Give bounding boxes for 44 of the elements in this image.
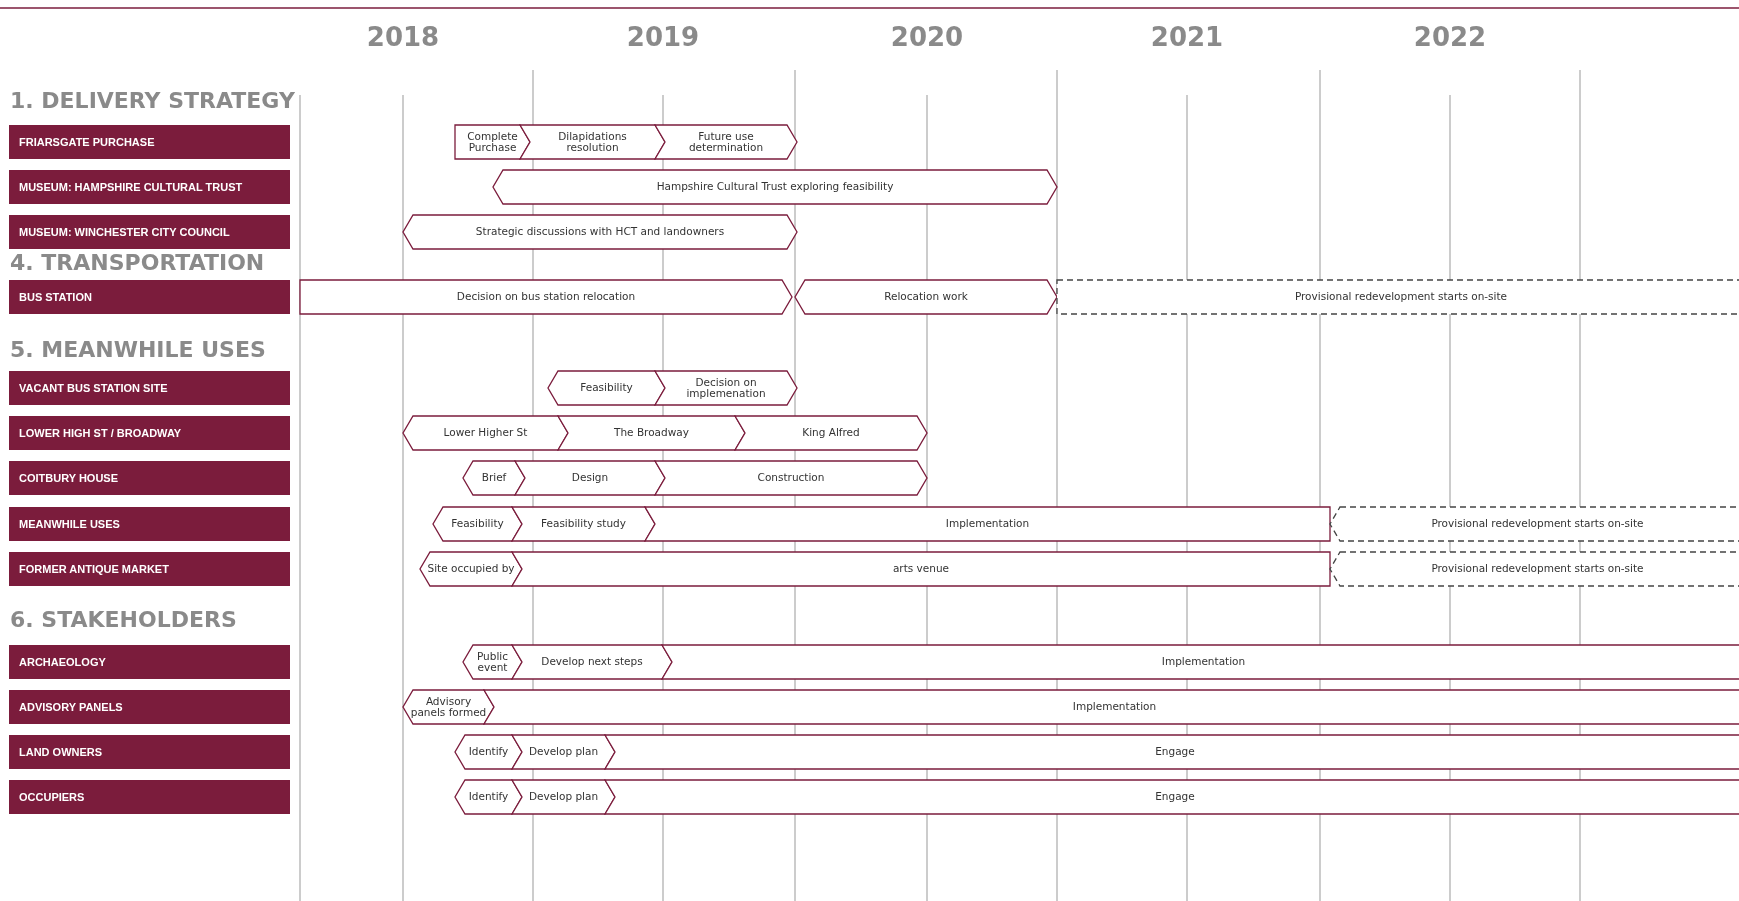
row-label: FRIARSGATE PURCHASE [9, 125, 290, 159]
section-heading: 4. TRANSPORTATION [10, 250, 265, 275]
year-label: 2022 [1413, 22, 1487, 52]
phase-bar: Future use determination [655, 125, 797, 159]
row-label: LAND OWNERS [9, 735, 290, 769]
phase-bar: Decision on bus station relocation [300, 280, 792, 314]
phase-bar: Feasibility [548, 371, 665, 405]
phase-bar: Identify [455, 735, 522, 769]
phase-bar: Provisional redevelopment starts on-site [1330, 507, 1739, 541]
phase-bar: The Broadway [558, 416, 745, 450]
row-label: MUSEUM: WINCHESTER CITY COUNCIL [9, 215, 290, 249]
section-heading: 5. MEANWHILE USES [10, 337, 266, 362]
phase-bar: Relocation work [795, 280, 1057, 314]
phase-bar: Provisional redevelopment starts on-site [1330, 552, 1739, 586]
row-label: ADVISORY PANELS [9, 690, 290, 724]
phase-bar: Brief [463, 461, 525, 495]
phase-bar: Complete Purchase [455, 125, 530, 159]
row-label: OCCUPIERS [9, 780, 290, 814]
row-label: LOWER HIGH ST / BROADWAY [9, 416, 290, 450]
phase-bar: Hampshire Cultural Trust exploring feasibility [493, 170, 1057, 204]
year-label: 2021 [1150, 22, 1224, 52]
year-label: 2020 [890, 22, 964, 52]
row-label: BUS STATION [9, 280, 290, 314]
section-heading: 6. STAKEHOLDERS [10, 607, 237, 632]
phase-bar: Dilapidations resolution [520, 125, 665, 159]
year-label: 2018 [366, 22, 440, 52]
row-label: VACANT BUS STATION SITE [9, 371, 290, 405]
row-label: ARCHAEOLOGY [9, 645, 290, 679]
phase-bar: Lower Higher St [403, 416, 568, 450]
year-label: 2019 [626, 22, 700, 52]
phase-bar: Feasibility [433, 507, 522, 541]
phase-bar: Site occupied by [420, 552, 522, 586]
phase-bar: Identify [455, 780, 522, 814]
phase-bar: King Alfred [735, 416, 927, 450]
phase-bar: Decision on implemenation [655, 371, 797, 405]
row-label: COITBURY HOUSE [9, 461, 290, 495]
row-label: MUSEUM: HAMPSHIRE CULTURAL TRUST [9, 170, 290, 204]
phase-bar: Strategic discussions with HCT and landowners [403, 215, 797, 249]
phase-bar: Construction [655, 461, 927, 495]
section-heading: 1. DELIVERY STRATEGY [10, 88, 295, 113]
phase-bar: Feasibility study [512, 507, 655, 541]
row-label: MEANWHILE USES [9, 507, 290, 541]
phase-bar: Advisory panels formed [403, 690, 494, 724]
row-label: FORMER ANTIQUE MARKET [9, 552, 290, 586]
